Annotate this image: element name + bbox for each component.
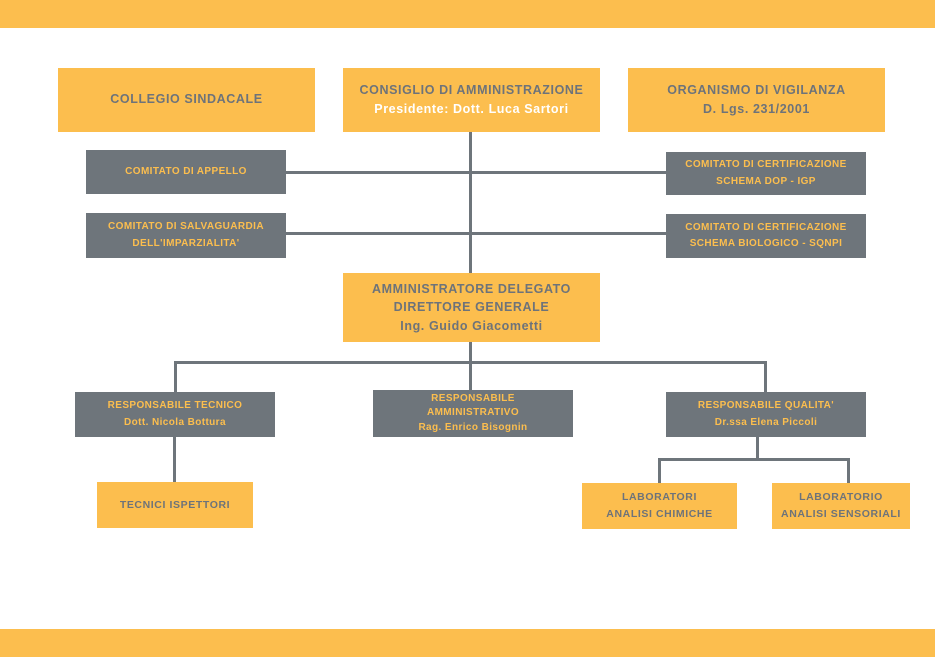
node-line1: LABORATORI [621,491,698,504]
node-title: RESPONSABILE QUALITA' [697,400,835,411]
org-node-organismo-vigilanza: ORGANISMO DI VIGILANZA D. Lgs. 231/2001 [628,68,885,132]
node-line1: RESPONSABILE [431,392,515,404]
node-title: ORGANISMO DI VIGILANZA [667,82,846,97]
connector-tecnico-to-ispettori [173,437,176,482]
node-person: Rag. Enrico Bisognin [418,421,528,433]
org-node-laboratori-analisi-chimiche: LABORATORI ANALISI CHIMICHE [582,483,737,529]
top-accent-bar [0,0,935,28]
node-line2: DIRETTORE GENERALE [393,300,550,315]
node-title: CONSIGLIO DI AMMINISTRAZIONE [359,82,584,97]
node-line1: LABORATORIO [799,491,883,504]
node-line2: DELL'IMPARZIALITA' [132,237,240,249]
node-title: RESPONSABILE TECNICO [107,400,243,411]
connector-drop-tecnico [174,361,177,392]
node-title: TECNICI ISPETTORI [119,498,231,511]
connector-drop-amministrativo [469,361,472,391]
connector-comitati-row2 [285,232,667,235]
node-line2: ANALISI SENSORIALI [781,508,901,520]
node-line1: COMITATO DI CERTIFICAZIONE [685,159,847,170]
org-node-collegio-sindacale: COLLEGIO SINDACALE [58,68,315,132]
node-subtitle: Presidente: Dott. Luca Sartori [374,102,569,116]
node-person: Dr.ssa Elena Piccoli [714,416,818,428]
node-line2: AMMINISTRATIVO [426,407,520,419]
org-node-comitato-certificazione-bio: COMITATO DI CERTIFICAZIONE SCHEMA BIOLOG… [666,214,866,258]
node-line1: AMMINISTRATORE DELEGATO [372,282,571,297]
node-line2: SCHEMA BIOLOGICO - SQNPI [689,238,843,249]
org-node-tecnici-ispettori: TECNICI ISPETTORI [97,482,253,528]
bottom-accent-bar [0,629,935,657]
org-node-laboratorio-analisi-sensoriali: LABORATORIO ANALISI SENSORIALI [772,483,910,529]
org-node-responsabile-tecnico: RESPONSABILE TECNICO Dott. Nicola Bottur… [75,392,275,437]
org-node-comitato-certificazione-dop: COMITATO DI CERTIFICAZIONE SCHEMA DOP - … [666,152,866,195]
node-line1: COMITATO DI CERTIFICAZIONE [685,221,847,233]
org-node-responsabile-amministrativo: RESPONSABILE AMMINISTRATIVO Rag. Enrico … [373,390,573,437]
connector-drop-lab-sensoriali [847,458,850,483]
connector-ad-down [469,342,472,363]
connector-drop-qualita [764,361,767,392]
org-node-responsabile-qualita: RESPONSABILE QUALITA' Dr.ssa Elena Picco… [666,392,866,437]
node-person: Ing. Guido Giacometti [400,318,543,333]
node-title: COMITATO DI APPELLO [125,165,247,177]
connector-comitati-row1 [285,171,667,174]
node-subtitle: D. Lgs. 231/2001 [703,102,810,116]
org-node-consiglio-amministrazione: CONSIGLIO DI AMMINISTRAZIONE Presidente:… [343,68,600,132]
connector-labs-horizontal [658,458,850,461]
node-line1: COMITATO DI SALVAGUARDIA [108,221,264,232]
org-node-comitato-appello: COMITATO DI APPELLO [86,150,286,194]
org-node-amministratore-delegato: AMMINISTRATORE DELEGATO DIRETTORE GENERA… [343,273,600,342]
connector-qualita-down [756,437,759,460]
node-title: COLLEGIO SINDACALE [110,92,263,107]
connector-consiglio-to-ad [469,132,472,273]
node-line2: SCHEMA DOP - IGP [716,175,816,187]
connector-drop-lab-chimiche [658,458,661,483]
node-line2: ANALISI CHIMICHE [606,508,713,520]
org-node-comitato-salvaguardia: COMITATO DI SALVAGUARDIA DELL'IMPARZIALI… [86,213,286,258]
node-person: Dott. Nicola Bottura [124,416,226,428]
